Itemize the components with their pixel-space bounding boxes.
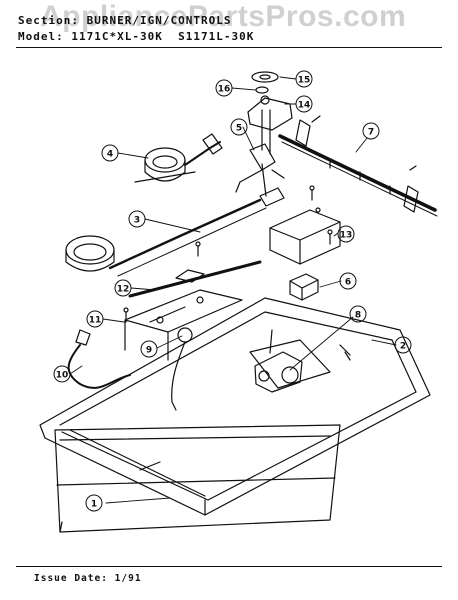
callout-12: 12 xyxy=(114,279,132,297)
knob-clip xyxy=(255,86,269,94)
footer-rule xyxy=(16,566,442,567)
callout-6: 6 xyxy=(339,272,357,290)
callout-16: 16 xyxy=(215,79,233,97)
svg-text:7: 7 xyxy=(368,128,374,138)
callout-3: 3 xyxy=(128,210,146,228)
issue-label: Issue Date: xyxy=(34,573,108,584)
base-pan xyxy=(54,424,341,533)
model-line: Model: 1171C*XL-30K S1171L-30K xyxy=(18,30,254,43)
watermark: AppliancePartsPros.com xyxy=(40,0,407,33)
callout-5: 5 xyxy=(230,118,248,136)
callout-14: 14 xyxy=(295,95,313,113)
ignition-module xyxy=(124,289,243,411)
header-rule xyxy=(16,47,442,48)
issue-value: 1/91 xyxy=(114,573,142,584)
svg-text:13: 13 xyxy=(340,231,353,241)
burner-with-shutter xyxy=(134,133,223,183)
svg-text:9: 9 xyxy=(146,346,152,356)
rail-bar xyxy=(128,260,262,298)
valve-assembly xyxy=(247,95,293,155)
callout-15: 15 xyxy=(295,70,313,88)
section-value: BURNER/IGN/CONTROLS xyxy=(86,14,232,27)
burner-with-tube xyxy=(65,187,285,277)
svg-text:14: 14 xyxy=(298,101,311,111)
ignition-block xyxy=(289,273,319,301)
svg-text:3: 3 xyxy=(134,216,140,226)
valve-fitting xyxy=(235,143,285,197)
screws xyxy=(123,185,333,323)
model-label: Model: xyxy=(18,30,64,43)
callout-7: 7 xyxy=(362,122,380,140)
svg-text:11: 11 xyxy=(89,316,102,326)
power-cord xyxy=(67,329,131,389)
gas-valve xyxy=(254,329,303,393)
issue-date: Issue Date: 1/91 xyxy=(34,573,142,584)
callout-4: 4 xyxy=(101,144,119,162)
section-label: Section: xyxy=(18,14,79,27)
knob-washer xyxy=(251,71,279,83)
callout-8: 8 xyxy=(349,305,367,323)
callout-13: 13 xyxy=(337,225,355,243)
svg-text:6: 6 xyxy=(345,278,351,288)
svg-text:10: 10 xyxy=(56,371,69,381)
section-line: Section: BURNER/IGN/CONTROLS xyxy=(18,14,231,27)
callout-1: 1 xyxy=(85,494,103,512)
svg-text:5: 5 xyxy=(236,124,242,134)
svg-text:12: 12 xyxy=(117,285,130,295)
valve-cover xyxy=(269,207,341,265)
burner-box-tray xyxy=(39,297,431,516)
callout-11: 11 xyxy=(86,310,104,328)
callout-9: 9 xyxy=(140,340,158,358)
callout-markers: 1 2 3 4 5 6 7 8 9 10 11 12 13 14 15 16 xyxy=(53,70,412,512)
callout-10: 10 xyxy=(53,365,71,383)
svg-text:1: 1 xyxy=(91,500,97,510)
gas-manifold xyxy=(278,115,438,217)
model-value: 1171C*XL-30K S1171L-30K xyxy=(71,30,255,43)
svg-text:8: 8 xyxy=(355,311,361,321)
svg-text:4: 4 xyxy=(107,150,113,160)
leader-lines xyxy=(69,76,397,504)
callout-2: 2 xyxy=(394,336,412,354)
svg-text:16: 16 xyxy=(218,85,231,95)
svg-text:15: 15 xyxy=(298,76,311,86)
svg-text:2: 2 xyxy=(400,342,406,352)
